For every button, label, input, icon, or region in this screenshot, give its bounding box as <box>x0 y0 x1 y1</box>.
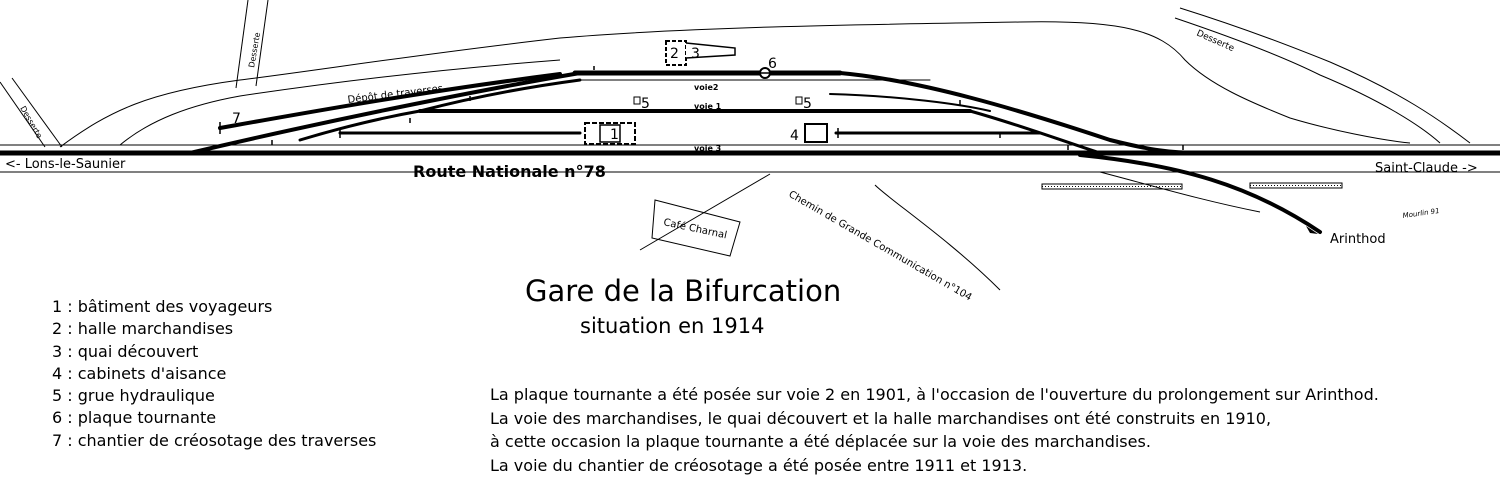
voie-1-right-link <box>829 93 991 112</box>
legend-item: 7 : chantier de créosotage des traverses <box>52 430 377 450</box>
history-notes: La plaque tournante a été posée sur voie… <box>490 383 1379 477</box>
voie-3-label: voie 3 <box>694 144 721 153</box>
fences <box>1041 182 1343 190</box>
voie-1-label: voie 1 <box>694 102 722 111</box>
chemin-road-b <box>874 184 1001 291</box>
note-line: à cette occasion la plaque tournante a é… <box>490 432 1151 451</box>
page-title: Gare de la Bifurcation <box>525 274 842 308</box>
legend-item: 6 : plaque tournante <box>52 408 217 428</box>
marker-2: 2 <box>670 46 679 62</box>
creosote-siding <box>218 72 562 130</box>
plan-labels: Route Nationale n°78 <- Lons-le-Saunier … <box>5 29 1478 304</box>
building-1-core <box>599 124 621 143</box>
voie-1-left-junction <box>298 109 422 142</box>
lons-le-saunier-label: <- Lons-le-Saunier <box>5 157 126 172</box>
tracks <box>0 70 1500 234</box>
desserte-left-label: Desserte <box>18 105 44 140</box>
buildings <box>584 40 828 145</box>
desserte-top-label: Desserte <box>247 32 262 69</box>
arinthod-branch <box>1078 153 1322 234</box>
direction-arrows <box>1306 226 1318 234</box>
note-line: La plaque tournante a été posée sur voie… <box>490 385 1379 404</box>
track-details <box>219 66 1184 150</box>
page-subtitle: situation en 1914 <box>580 314 765 338</box>
desserte-top-road-a <box>235 0 249 89</box>
signature: Mourlin 91 <box>1402 207 1440 220</box>
marker-5a: 5 <box>641 96 650 112</box>
voie-2-label: voie2 <box>694 83 718 92</box>
building-3-open-platform <box>685 42 736 59</box>
legend: 1 : bâtiment des voyageurs 2 : halle mar… <box>52 296 376 452</box>
arinthod-road-edge <box>1099 171 1261 213</box>
arinthod-arrow-icon <box>1306 226 1318 234</box>
cafe-outline <box>651 199 741 257</box>
route-nationale-label: Route Nationale n°78 <box>413 162 606 181</box>
desserte-left-road-b <box>11 77 63 148</box>
chemin-road-a <box>639 173 771 251</box>
station-outer-boundary <box>59 21 1411 148</box>
note-line: La voie du chantier de créosotage a été … <box>490 455 1028 475</box>
voie-2-right-curve <box>838 71 1202 155</box>
desserte-left-road-a <box>0 81 46 148</box>
cafe-charnal-label: Café Charnal <box>662 216 728 241</box>
voie-1-upper-link <box>418 78 582 113</box>
arinthod-label: Arinthod <box>1330 232 1386 247</box>
station-inner-boundary <box>119 59 561 146</box>
marker-7: 7 <box>232 111 241 127</box>
note-line: La voie des marchandises, le quai découv… <box>490 408 1272 428</box>
road-edges <box>0 0 1500 291</box>
water-crane-5a <box>633 96 641 105</box>
legend-item: 2 : halle marchandises <box>52 319 234 339</box>
saint-claude-label: Saint-Claude -> <box>1375 161 1478 176</box>
marker-5b: 5 <box>803 96 812 112</box>
desserte-top-road-b <box>255 0 269 87</box>
legend-item: 4 : cabinets d'aisance <box>52 363 227 383</box>
marker-6: 6 <box>768 56 777 72</box>
legend-item: 1 : bâtiment des voyageurs <box>52 297 273 316</box>
building-4-toilets <box>804 123 828 143</box>
desserte-right-road-a <box>1174 17 1441 144</box>
water-crane-5b <box>795 96 803 105</box>
legend-item: 5 : grue hydraulique <box>52 386 215 406</box>
marker-1: 1 <box>610 127 619 143</box>
voie-2-left-curve <box>188 71 582 155</box>
fence-hatch-lines <box>1042 185 1342 187</box>
marker-3: 3 <box>691 46 700 62</box>
legend-item: 3 : quai découvert <box>52 341 199 361</box>
marker-4: 4 <box>790 128 799 144</box>
desserte-right-road-b <box>1179 7 1471 144</box>
